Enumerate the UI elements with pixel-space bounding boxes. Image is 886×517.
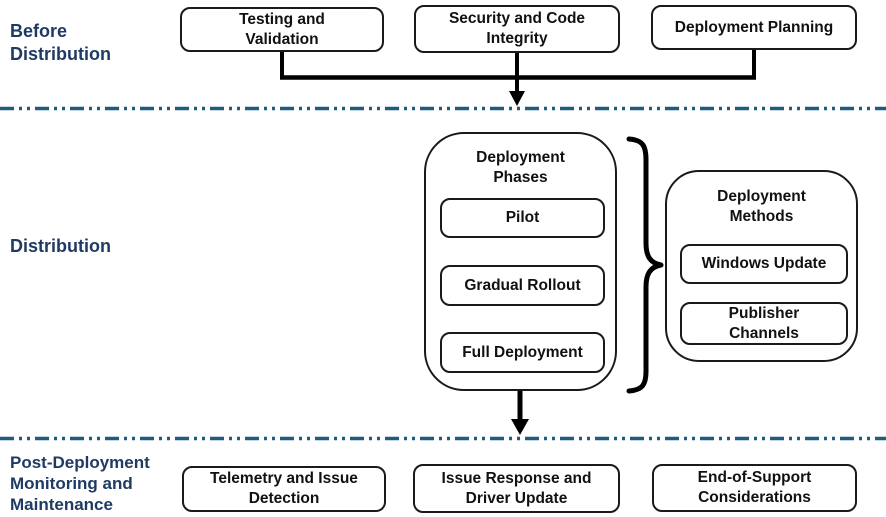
group-deployment-methods: Deployment Methods Windows Update Publis… — [665, 170, 858, 362]
box-label: Telemetry and Issue Detection — [210, 470, 358, 507]
box-deployment-planning: Deployment Planning — [651, 5, 857, 50]
group-deployment-phases: Deployment Phases Pilot Gradual Rollout … — [424, 132, 617, 391]
box-label: Security and Code Integrity — [448, 10, 586, 47]
box-label: End-of-Support Considerations — [697, 469, 812, 506]
box-security-code-integrity: Security and Code Integrity — [414, 5, 620, 53]
deployment-methods-title: Deployment Methods — [717, 188, 806, 225]
box-label: Testing and Validation — [239, 10, 325, 48]
arrow-down-icon — [511, 419, 529, 435]
box-issue-response-driver-update: Issue Response and Driver Update — [413, 464, 620, 513]
box-telemetry-issue-detection: Telemetry and Issue Detection — [182, 466, 386, 512]
box-testing-validation: Testing and Validation — [180, 7, 384, 52]
box-label: Windows Update — [701, 255, 827, 272]
section-label-distribution: Distribution — [10, 236, 111, 256]
section-label-before: Before Distribution — [10, 21, 111, 64]
box-full-deployment: Full Deployment — [440, 332, 605, 373]
box-label: Deployment Planning — [674, 18, 834, 36]
box-label: Full Deployment — [462, 343, 583, 361]
box-label: Pilot — [505, 209, 540, 226]
box-windows-update: Windows Update — [680, 244, 848, 284]
arrow-down-icon — [509, 91, 525, 106]
section-label-post: Post-Deployment Monitoring and Maintenan… — [10, 453, 150, 514]
box-label: Gradual Rollout — [464, 276, 581, 294]
box-pilot: Pilot — [440, 198, 605, 238]
box-label: Issue Response and Driver Update — [441, 469, 592, 507]
box-publisher-channels: Publisher Channels — [680, 302, 848, 345]
deployment-phases-title: Deployment Phases — [476, 149, 565, 186]
box-label: Publisher Channels — [728, 304, 800, 342]
box-end-of-support: End-of-Support Considerations — [652, 464, 857, 512]
curly-brace-icon — [626, 136, 664, 394]
box-gradual-rollout: Gradual Rollout — [440, 265, 605, 306]
